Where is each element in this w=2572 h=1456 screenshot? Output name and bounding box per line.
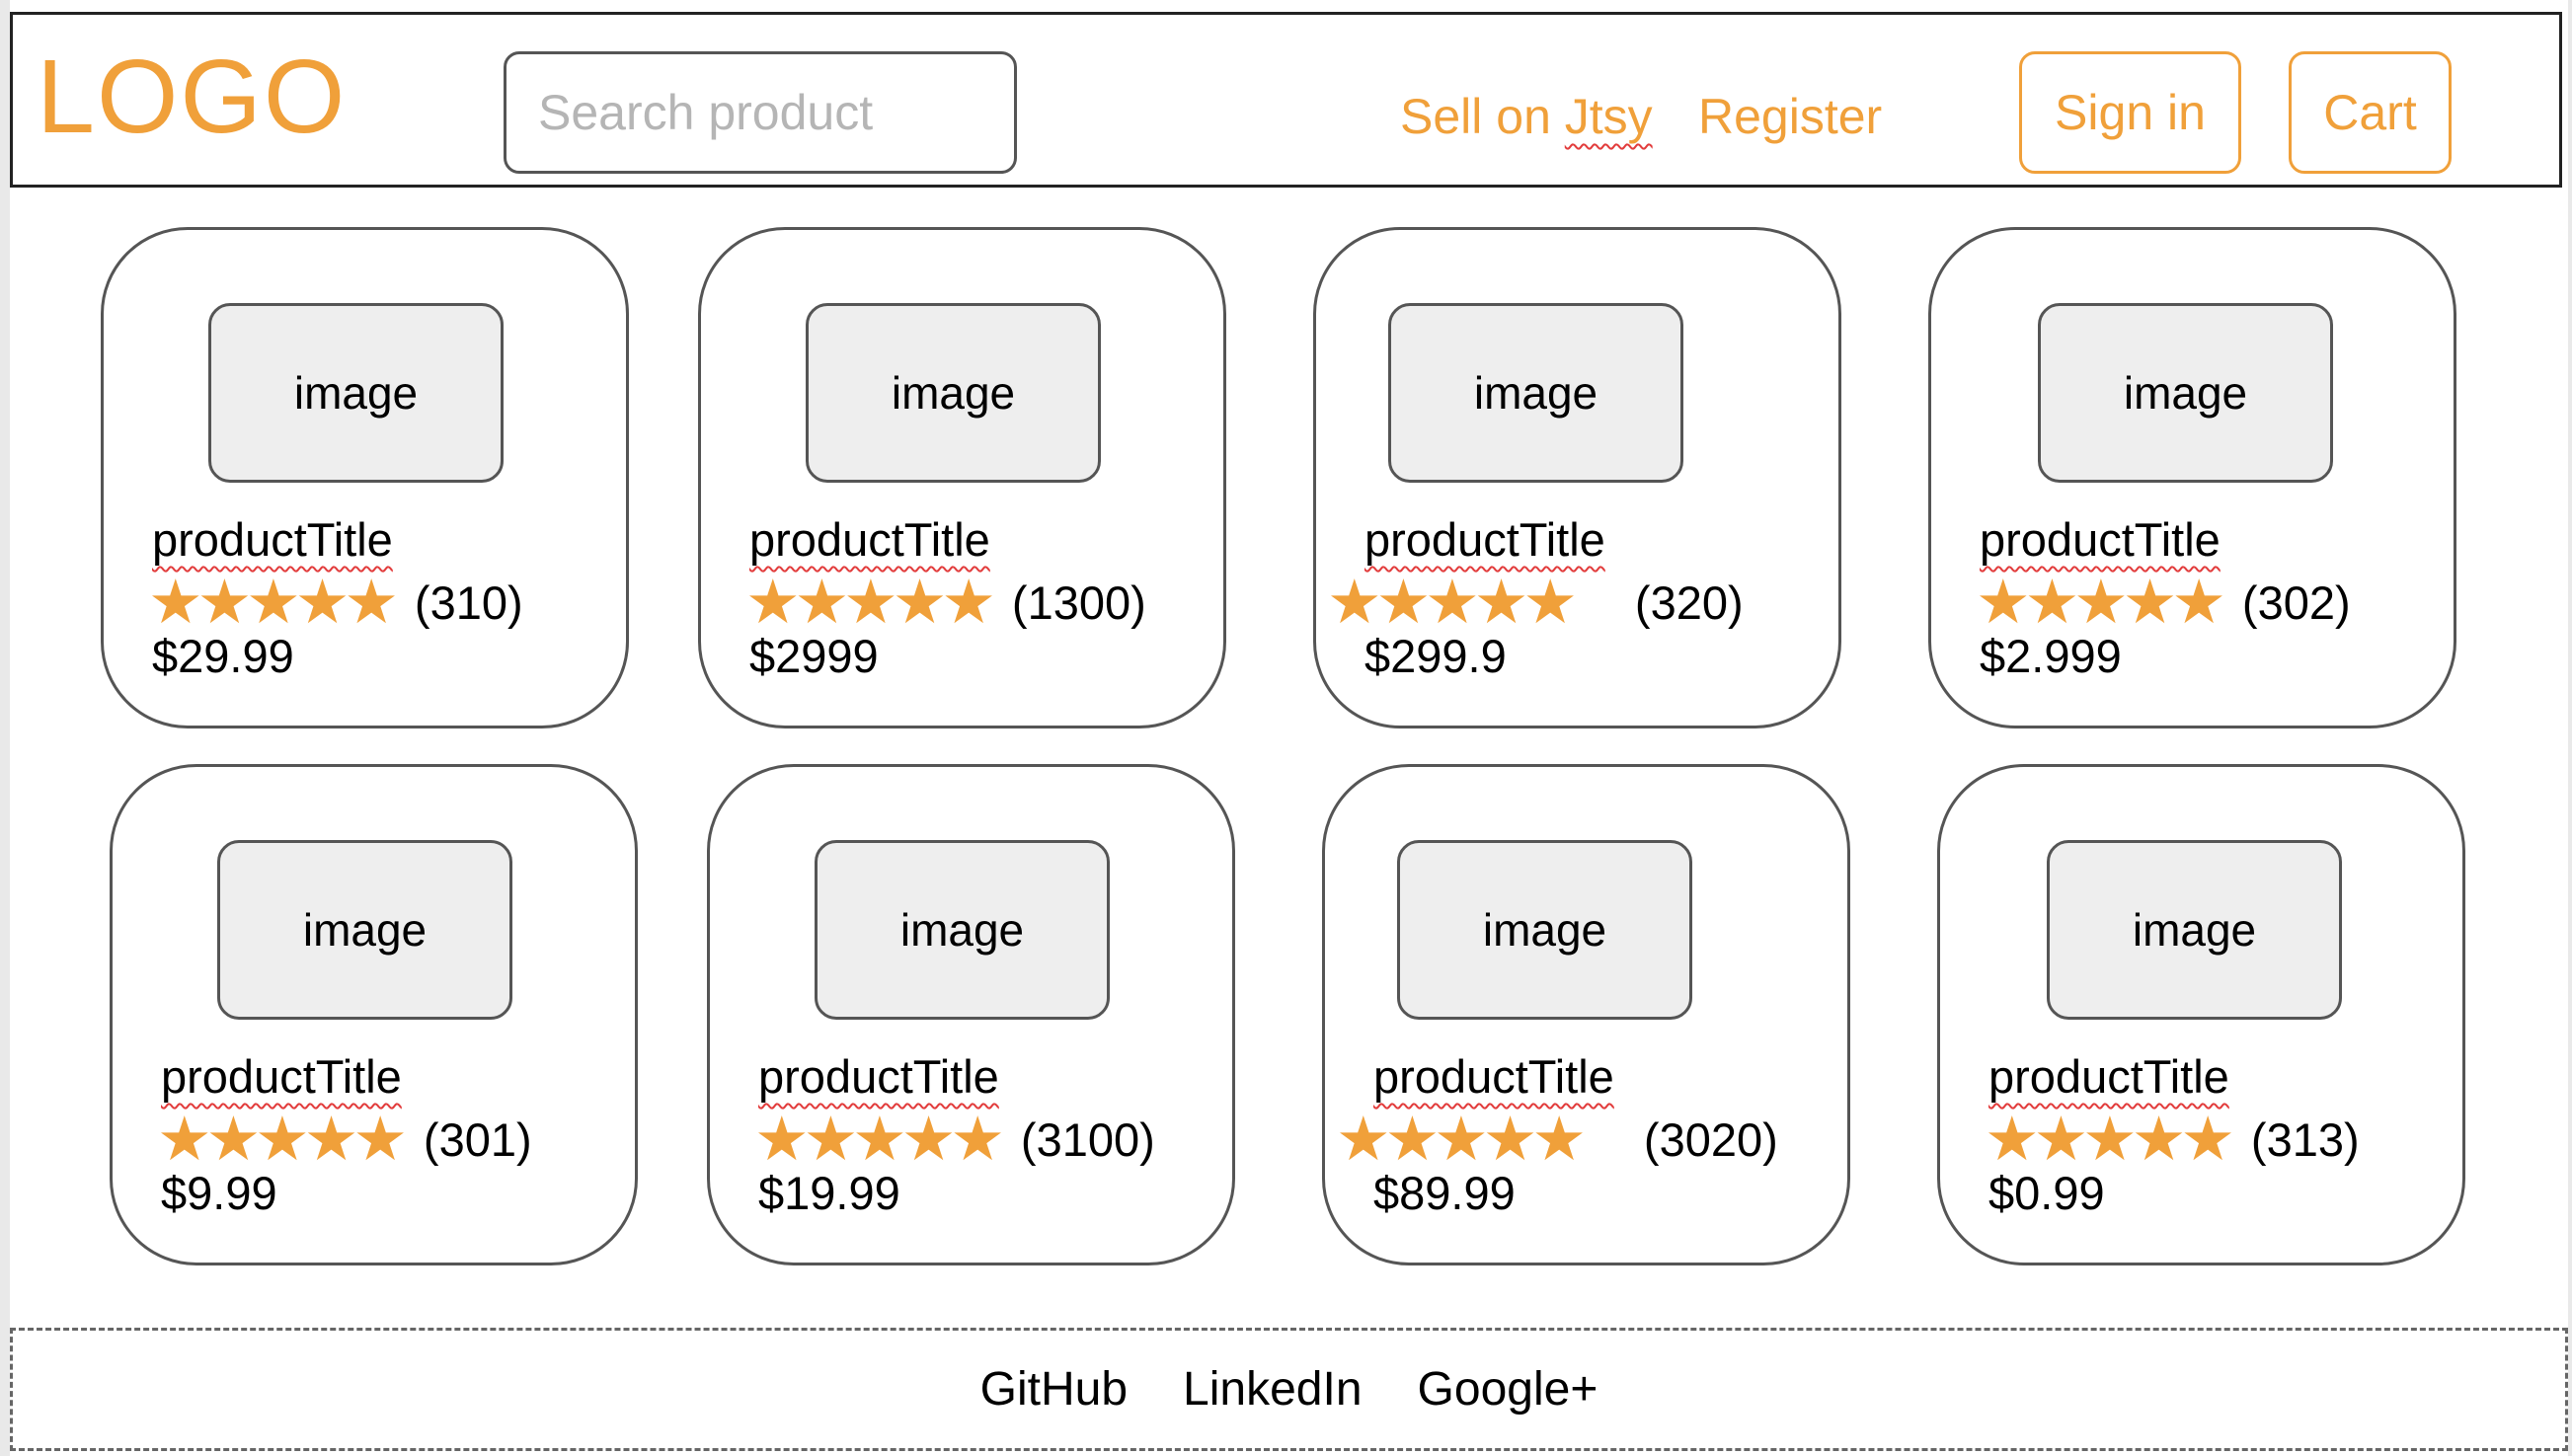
site-header: LOGO Sell on Jtsy Register Sign in Cart [10, 12, 2562, 188]
product-price: $2.999 [1980, 630, 2122, 682]
star-rating-icon: ★★★★★ [1976, 566, 2226, 638]
product-image[interactable]: image [806, 303, 1101, 483]
product-rating: ★★★★★ (310) [148, 566, 523, 638]
product-image[interactable]: image [208, 303, 504, 483]
star-rating-icon: ★★★★★ [1336, 1103, 1587, 1175]
site-footer: GitHub LinkedIn Google+ [10, 1328, 2568, 1451]
product-image[interactable]: image [217, 840, 512, 1020]
window-edge-left [0, 0, 10, 1456]
rating-count: (302) [2241, 575, 2351, 629]
rating-count: (310) [414, 575, 523, 629]
product-rating: ★★★★★ (3020) [1336, 1103, 1778, 1175]
product-rating: ★★★★★ (301) [157, 1103, 532, 1175]
logo[interactable]: LOGO [37, 38, 348, 155]
linkedin-link[interactable]: LinkedIn [1183, 1363, 1363, 1416]
star-rating-icon: ★★★★★ [754, 1103, 1005, 1175]
product-title[interactable]: productTitle [1980, 513, 2221, 566]
product-rating: ★★★★★ (320) [1327, 566, 1744, 638]
product-card[interactable]: image productTitle ★★★★★ (313) $0.99 [1937, 764, 2465, 1265]
rating-count: (3100) [1020, 1112, 1155, 1166]
sell-on-jtsy-link[interactable]: Sell on Jtsy [1400, 92, 1653, 141]
product-price: $0.99 [1988, 1167, 2105, 1219]
sell-link-brand: Jtsy [1564, 89, 1653, 144]
star-rating-icon: ★★★★★ [157, 1103, 408, 1175]
product-title[interactable]: productTitle [749, 513, 990, 566]
product-price: $89.99 [1373, 1167, 1516, 1219]
product-card[interactable]: image productTitle ★★★★★ (1300) $2999 [698, 227, 1226, 728]
star-rating-icon: ★★★★★ [1985, 1103, 2235, 1175]
product-rating: ★★★★★ (3100) [754, 1103, 1155, 1175]
register-link[interactable]: Register [1698, 89, 1883, 144]
product-price: $2999 [749, 630, 879, 682]
sign-in-button[interactable]: Sign in [2019, 51, 2241, 174]
rating-count: (313) [2250, 1112, 2360, 1166]
product-title[interactable]: productTitle [161, 1050, 402, 1103]
product-card[interactable]: image productTitle ★★★★★ (302) $2.999 [1928, 227, 2456, 728]
product-title[interactable]: productTitle [758, 1050, 999, 1103]
cart-button[interactable]: Cart [2289, 51, 2452, 174]
rating-count: (3020) [1643, 1112, 1778, 1166]
rating-count: (301) [423, 1112, 532, 1166]
rating-count: (320) [1634, 575, 1744, 629]
google-plus-link[interactable]: Google+ [1417, 1363, 1598, 1416]
product-title[interactable]: productTitle [152, 513, 393, 566]
product-price: $9.99 [161, 1167, 277, 1219]
product-title[interactable]: productTitle [1988, 1050, 2229, 1103]
product-image[interactable]: image [815, 840, 1110, 1020]
product-card[interactable]: image productTitle ★★★★★ (3020) $89.99 [1322, 764, 1850, 1265]
product-price: $19.99 [758, 1167, 900, 1219]
product-rating: ★★★★★ (302) [1976, 566, 2351, 638]
sell-link-prefix: Sell on [1400, 89, 1565, 144]
product-image[interactable]: image [1397, 840, 1692, 1020]
product-card[interactable]: image productTitle ★★★★★ (301) $9.99 [110, 764, 638, 1265]
product-title[interactable]: productTitle [1373, 1050, 1614, 1103]
product-image[interactable]: image [1388, 303, 1683, 483]
product-title[interactable]: productTitle [1364, 513, 1605, 566]
window-edge-right [2568, 0, 2572, 1456]
search-input[interactable] [504, 51, 1017, 174]
product-card[interactable]: image productTitle ★★★★★ (3100) $19.99 [707, 764, 1235, 1265]
product-rating: ★★★★★ (1300) [745, 566, 1146, 638]
product-price: $29.99 [152, 630, 294, 682]
product-rating: ★★★★★ (313) [1985, 1103, 2360, 1175]
product-price: $299.9 [1364, 630, 1507, 682]
github-link[interactable]: GitHub [979, 1363, 1129, 1416]
star-rating-icon: ★★★★★ [1327, 566, 1578, 638]
product-image[interactable]: image [2047, 840, 2342, 1020]
star-rating-icon: ★★★★★ [148, 566, 399, 638]
product-card[interactable]: image productTitle ★★★★★ (320) $299.9 [1313, 227, 1841, 728]
product-card[interactable]: image productTitle ★★★★★ (310) $29.99 [101, 227, 629, 728]
star-rating-icon: ★★★★★ [745, 566, 996, 638]
rating-count: (1300) [1011, 575, 1146, 629]
product-image[interactable]: image [2038, 303, 2333, 483]
